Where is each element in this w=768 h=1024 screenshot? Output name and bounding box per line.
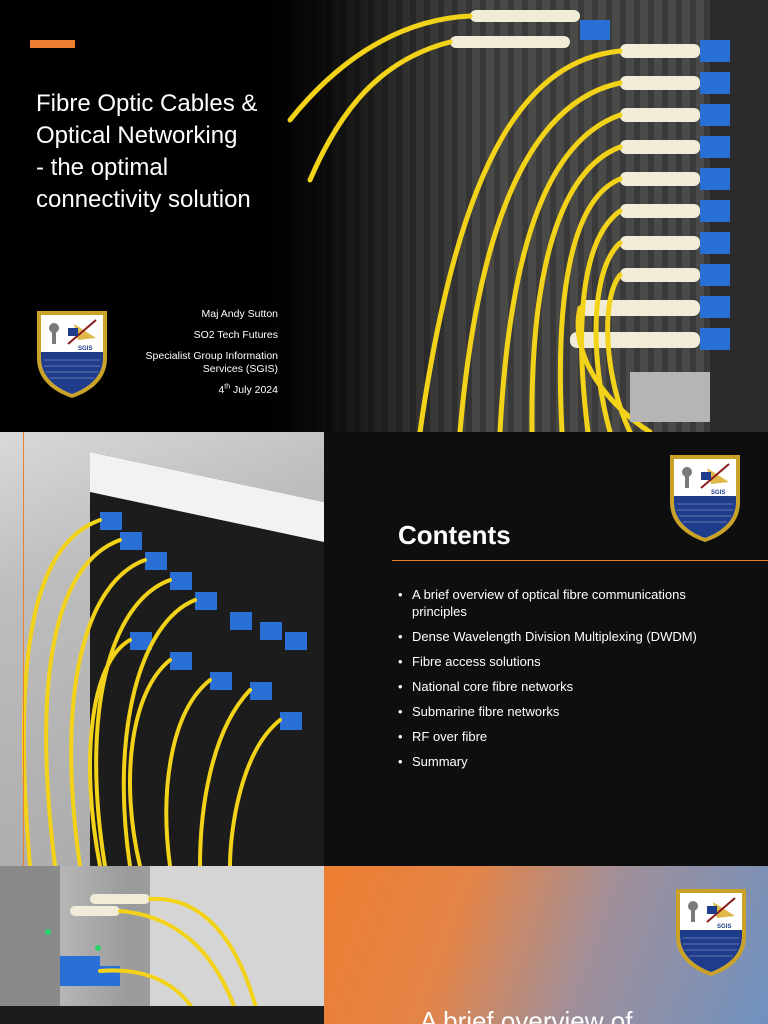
heading-underline: [392, 560, 768, 561]
svg-text:SGIS: SGIS: [717, 924, 731, 930]
presentation-title: Fibre Optic Cables & Optical Networking …: [36, 90, 258, 213]
list-item: Summary: [398, 753, 738, 770]
author-name: Maj Andy Sutton: [201, 308, 278, 320]
list-item: A brief overview of optical fibre commun…: [398, 586, 738, 620]
author-info: Maj Andy Sutton SO2 Tech Futures Special…: [120, 308, 278, 405]
svg-text:SGIS: SGIS: [78, 346, 92, 352]
fibre-cables-illustration: [287, 0, 768, 432]
author-organisation: Specialist Group Information Services (S…: [145, 350, 278, 375]
accent-bar: [30, 40, 75, 48]
sgis-badge-logo: SGIS: [667, 452, 743, 544]
patch-panel-cables-illustration: [21, 452, 324, 866]
equipment-cables-illustration: [0, 866, 324, 1024]
contents-heading: Contents: [398, 520, 511, 550]
overview-slide: SGIS A brief overview of: [0, 866, 768, 1024]
contents-list: A brief overview of optical fibre commun…: [398, 586, 738, 778]
list-item: RF over fibre: [398, 728, 738, 745]
list-item: National core fibre networks: [398, 678, 738, 695]
list-item: Dense Wavelength Division Multiplexing (…: [398, 628, 738, 645]
list-item: Fibre access solutions: [398, 653, 738, 670]
svg-text:SGIS: SGIS: [711, 490, 725, 496]
presentation-date: 4th July 2024: [218, 383, 278, 397]
sgis-badge-logo: SGIS: [34, 308, 110, 400]
author-role: SO2 Tech Futures: [193, 329, 278, 341]
list-item: Submarine fibre networks: [398, 703, 738, 720]
title-slide: Fibre Optic Cables & Optical Networking …: [0, 0, 768, 432]
accent-divider: [23, 432, 24, 866]
section-title: A brief overview of: [420, 1006, 633, 1024]
sgis-badge-logo: SGIS: [673, 886, 749, 978]
contents-slide: SGIS Contents A brief overview of optica…: [0, 432, 768, 866]
